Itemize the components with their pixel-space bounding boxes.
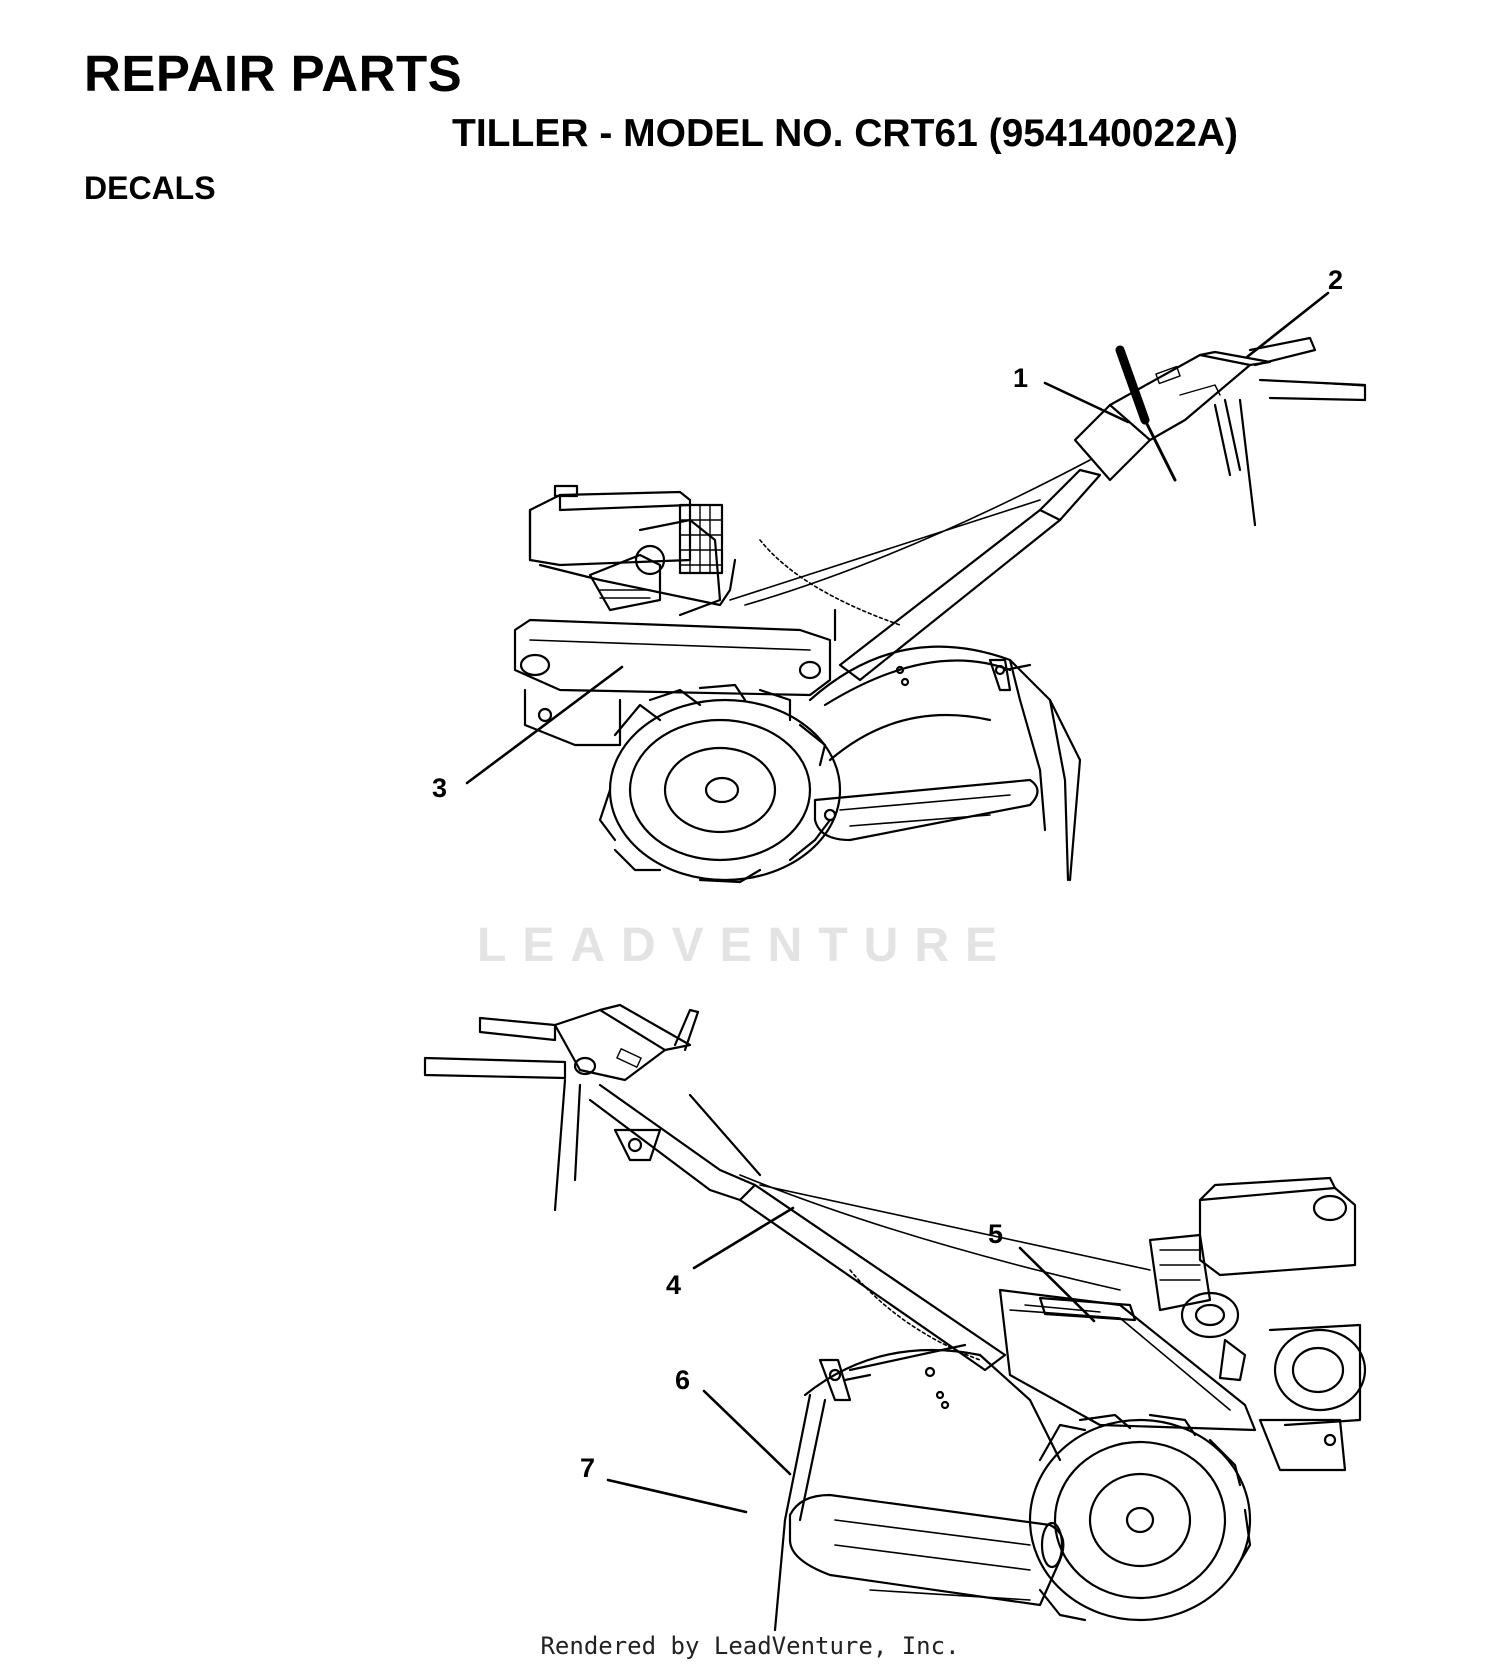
watermark-text: LEADVENTURE <box>476 919 1014 972</box>
callout-6: 6 <box>675 1365 690 1395</box>
tiller-top-view <box>513 336 1367 884</box>
callout-1: 1 <box>1013 363 1028 393</box>
page-title: REPAIR PARTS <box>84 45 463 102</box>
callout-7: 7 <box>580 1453 595 1483</box>
callout-3: 3 <box>432 773 447 803</box>
tiller-bottom-view <box>423 1003 1367 1632</box>
callout-4: 4 <box>666 1270 681 1300</box>
render-credit: Rendered by LeadVenture, Inc. <box>540 1632 960 1660</box>
callout-leaders <box>465 291 1330 1514</box>
model-subtitle: TILLER - MODEL NO. CRT61 (954140022A) <box>452 112 1238 155</box>
section-heading: DECALS <box>84 170 216 206</box>
callout-2: 2 <box>1328 265 1343 295</box>
callout-5: 5 <box>988 1219 1003 1249</box>
